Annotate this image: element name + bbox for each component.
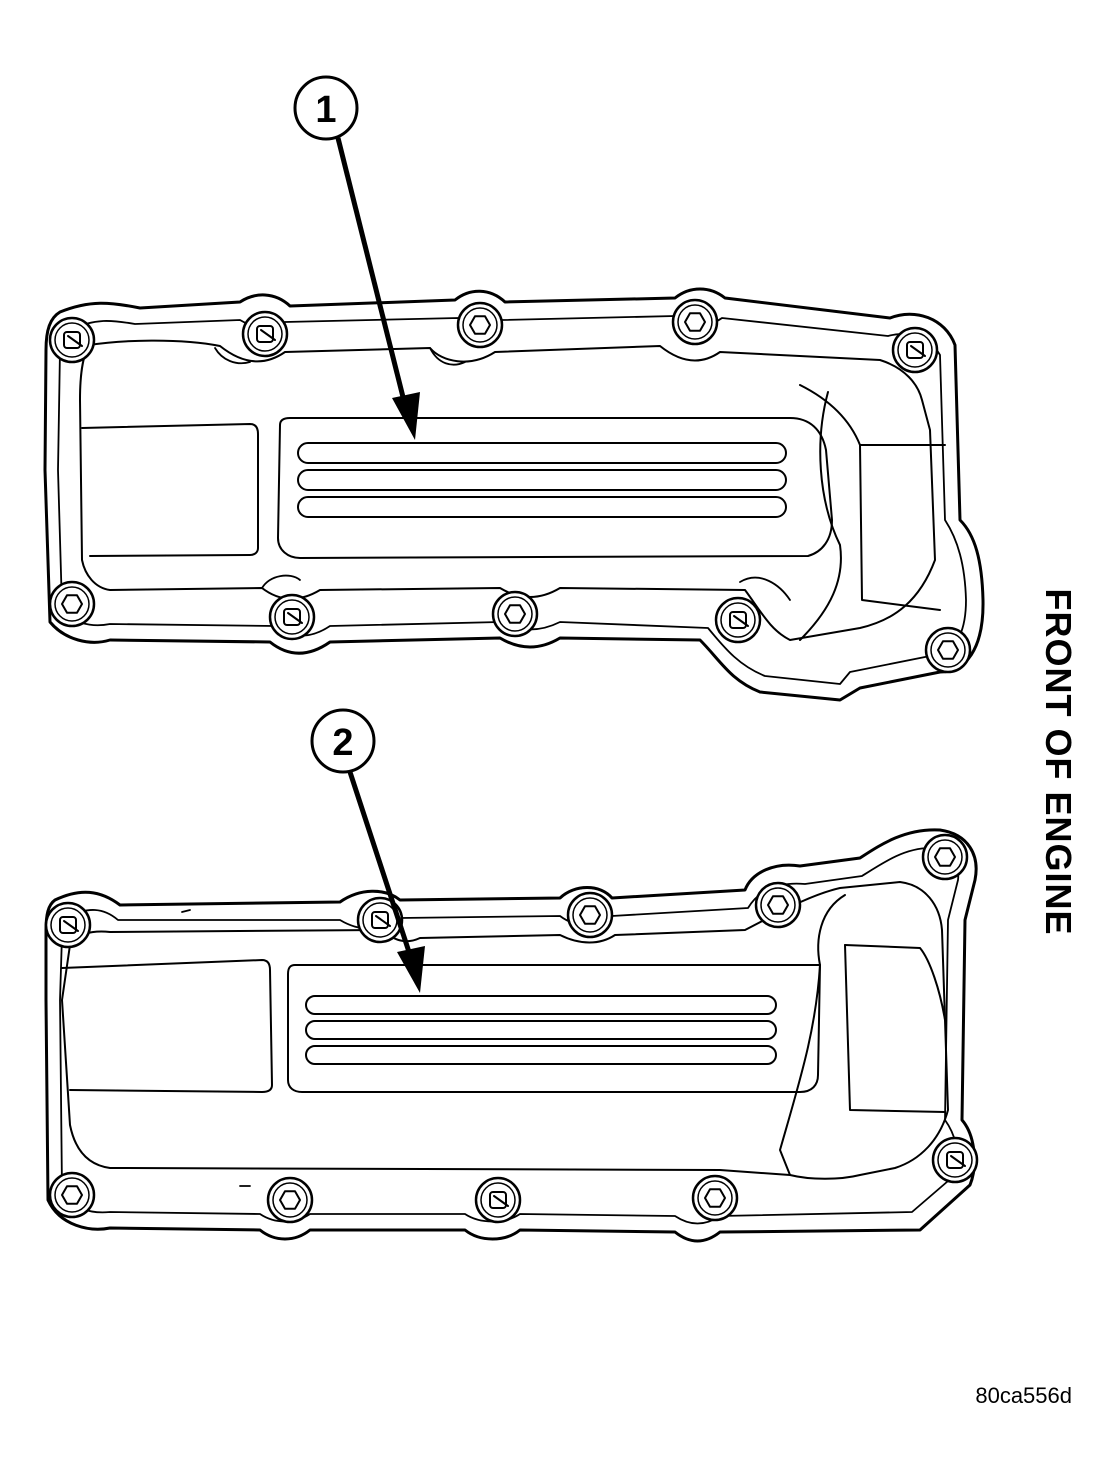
callout-2: 2	[310, 708, 425, 993]
callout-1-label: 1	[315, 89, 336, 131]
valve-cover-1	[43, 287, 985, 702]
callout-1: 1	[293, 75, 420, 440]
callout-2-label: 2	[332, 722, 353, 764]
front-of-engine-label: FRONT OF ENGINE	[1038, 589, 1079, 936]
callout-2-arrowhead	[397, 946, 425, 993]
figure-id: 80ca556d	[975, 1383, 1072, 1408]
callout-1-circle	[293, 75, 359, 141]
valve-cover-2	[44, 828, 979, 1243]
callout-1-leader	[335, 137, 408, 406]
callout-2-leader	[347, 771, 413, 956]
callout-2-circle	[310, 708, 376, 774]
callout-1-arrowhead	[392, 392, 420, 440]
